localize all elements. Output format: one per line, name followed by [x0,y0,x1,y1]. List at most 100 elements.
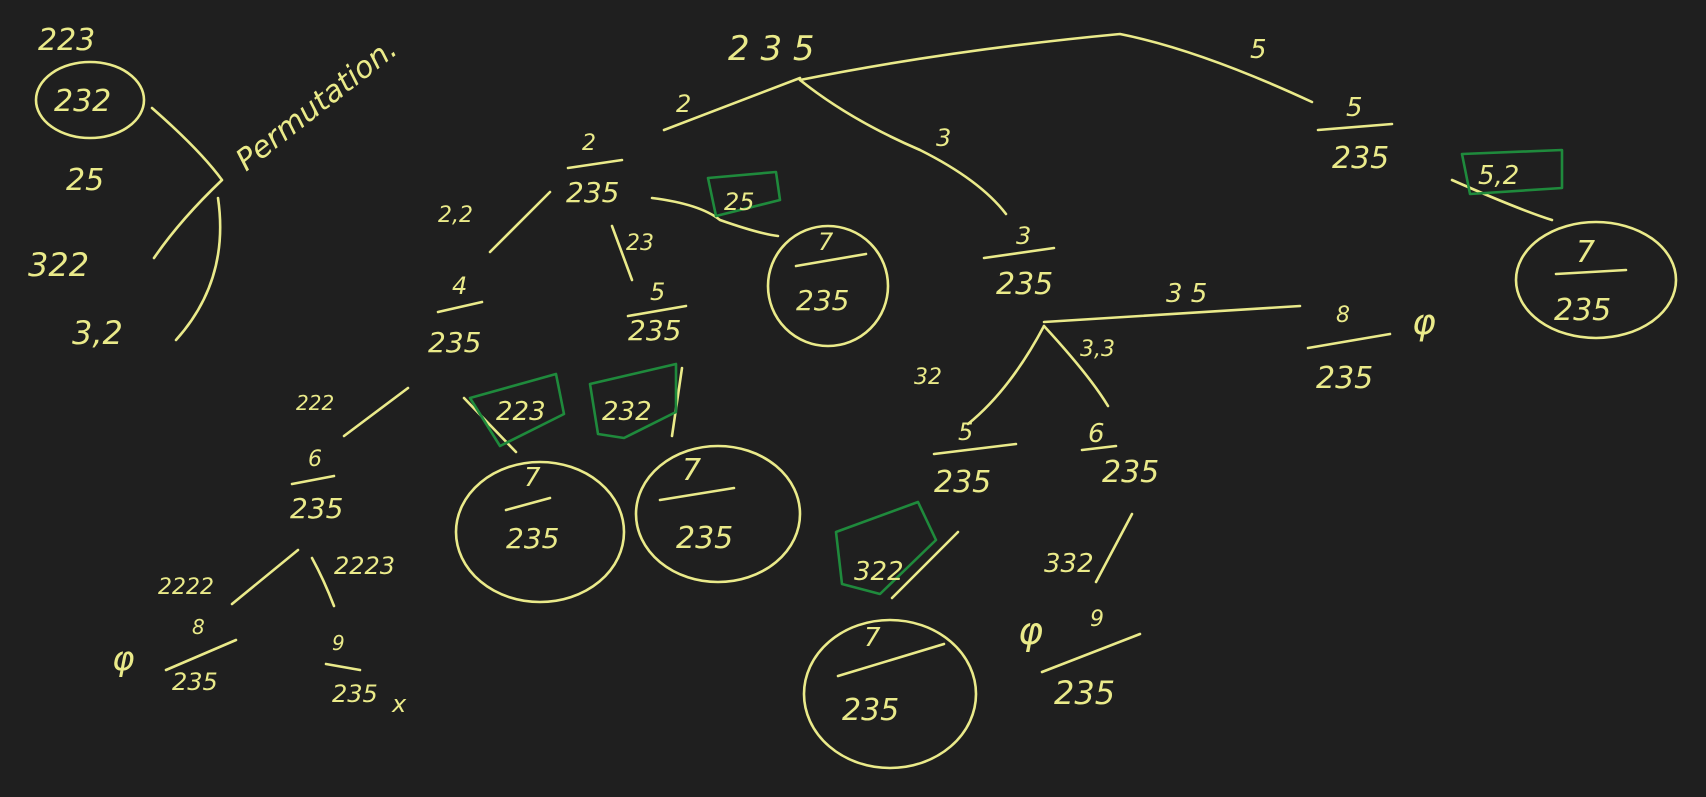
node-3: 3 235 [982,222,1056,302]
dead-end-symbol: φ [112,639,135,679]
boxed-combination: 232 [602,397,652,427]
edge-label: 332 [1044,549,1094,579]
boxed-combination: 322 [854,557,904,587]
edge-2-to-5 [610,224,634,282]
edge-label: 2,2 [438,203,473,228]
combo-232: 232 [54,84,111,119]
node-9-dead-end: 9 235 x [324,631,407,718]
fraction-bar [794,252,868,268]
boxed-combination: 5,2 [1478,161,1519,191]
edge-label: 222 [296,391,334,415]
combo-223: 223 [38,23,95,58]
combo-322: 322 [28,246,89,284]
fraction-bar [1554,268,1628,276]
permutation-brace-stroke [150,106,224,260]
node-denominator: 235 [1316,361,1373,396]
edge-label: 2222 [158,575,214,600]
node-denominator: 235 [1332,141,1389,176]
fraction-bar [504,496,552,512]
node-numerator: 9 [332,631,345,655]
node-9-right-dead-end: φ 9 235 [1018,607,1142,712]
fraction-bar [836,642,946,678]
boxed-combination: 25 [724,188,755,216]
edge-root-to-5 [798,32,1314,104]
node-denominator: 235 [290,492,343,525]
permutation-label: Permutation. [229,31,404,178]
node-denominator: 235 [1054,674,1115,712]
node-numerator: 7 [818,228,834,256]
fraction-bar [1316,122,1394,132]
target-circle [634,444,802,584]
node-denominator: 235 [1554,293,1611,328]
dead-end-symbol: φ [1412,302,1436,343]
node-numerator: 9 [1090,607,1104,632]
target-circle [1514,220,1678,340]
node-numerator: 8 [192,615,205,639]
node-denominator: 235 [566,176,619,209]
target-node-5: 7 235 [1514,220,1678,340]
dead-end-symbol: φ [1018,609,1043,653]
permutation-brace-stroke [174,196,222,342]
edge-label: 32 [914,365,942,390]
fraction-bar [1040,632,1142,674]
combo-3-2: 3,2 [72,314,123,352]
fraction-bar [626,304,688,318]
edge-3-to-8 [1042,304,1302,324]
node-8-right-dead-end: 8 235 φ [1306,302,1436,396]
edge-6-to-9 [1094,512,1134,584]
node-numerator: 5 [650,278,665,306]
edge-label: 2 [676,90,691,118]
edge-4-to-6 [342,386,410,438]
node-numerator: 7 [1576,235,1595,270]
fraction-bar [290,474,336,486]
node-numerator: 2 [582,131,596,156]
edge-root-to-3 [798,78,1008,216]
target-node-1: 7 235 [766,224,890,348]
fraction-bar [982,246,1056,260]
node-numerator: 6 [308,447,322,472]
edge-6-to-9 [310,556,336,608]
fraction-bar [436,300,484,314]
node-denominator: 235 [796,284,849,317]
combo-232-circle [34,60,146,140]
edge-label: 3 5 [1166,279,1207,309]
combo-25: 25 [66,163,104,198]
highlight-box [706,170,782,218]
node-numerator: 3 [1016,222,1031,250]
edge-root-to-2 [662,76,802,132]
edge-2-to-4 [488,190,552,254]
node-denominator: 235 [842,693,899,728]
node-denominator: 235 [172,668,218,696]
edge-6-to-8 [230,548,300,606]
edge-label: 2223 [334,552,395,580]
node-2: 2 235 [566,131,624,209]
fraction-bar [566,158,624,170]
node-numerator: 7 [682,453,701,488]
node-numerator: 7 [864,623,881,653]
node-denominator: 235 [332,680,378,708]
node-denominator: 235 [996,267,1053,302]
edge-label: 3,3 [1080,337,1115,362]
target-node-4: 7 235 [802,618,978,770]
target-circle [766,224,890,348]
highlight-box [468,372,566,448]
edge-label: 3 [936,124,951,152]
root-label: 2 3 5 [728,29,815,69]
edge-3-to-5 [966,324,1046,426]
node-denominator: 235 [628,314,681,347]
fraction-bar [932,442,1018,456]
node-numerator: 8 [1336,303,1350,328]
node-denominator: 235 [1102,455,1159,490]
node-5-under-2: 5 235 [626,278,688,347]
node-6: 6 235 [290,447,343,525]
node-8-dead-end: φ 8 235 [112,615,238,696]
node-numerator: 4 [452,272,467,300]
fraction-bar [164,638,238,672]
node-4: 4 235 [428,272,484,359]
fraction-bar [658,486,736,502]
highlight-box [1460,148,1564,196]
node-denominator: 235 [676,521,733,556]
node-5: 5 235 [1316,93,1394,176]
node-denominator: 235 [428,326,481,359]
